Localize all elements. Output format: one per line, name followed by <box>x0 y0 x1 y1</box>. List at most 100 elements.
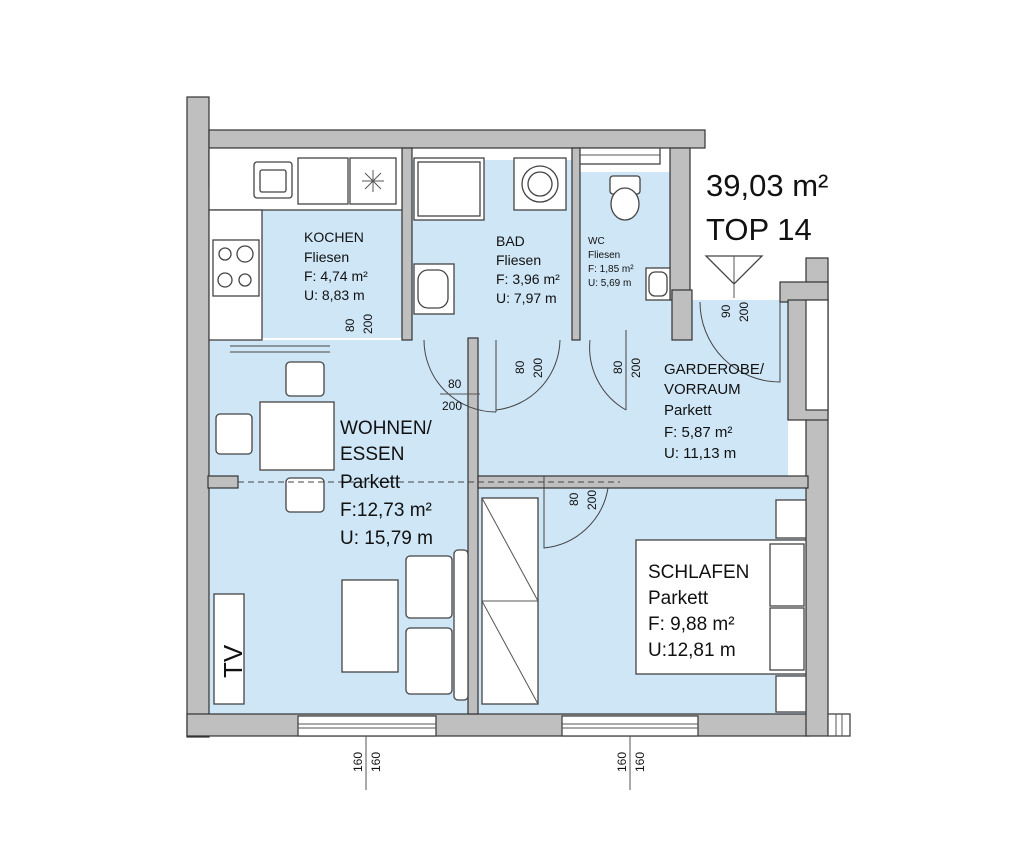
window-right-upper <box>805 299 829 411</box>
kochen-floor: Fliesen <box>304 249 349 265</box>
label-bad: BAD Fliesen F: 3,96 m² U: 7,97 m <box>496 233 560 306</box>
kochen-area: F: 4,74 m² <box>304 268 368 284</box>
svg-text:160: 160 <box>351 752 365 772</box>
wc-name: WC <box>588 236 605 247</box>
svg-text:200: 200 <box>629 358 643 378</box>
wc-perimeter: U: 5,69 m <box>588 278 631 289</box>
schlafen-perimeter: U:12,81 m <box>648 640 736 661</box>
svg-text:160: 160 <box>633 752 647 772</box>
bed-pillow-bottom <box>769 607 805 671</box>
kochen-perimeter: U: 8,83 m <box>304 287 365 303</box>
washer-icon <box>513 157 567 211</box>
chair-top <box>285 361 325 397</box>
svg-text:80: 80 <box>448 377 462 391</box>
wall-right-upper <box>779 281 829 303</box>
dishwasher-icon <box>297 157 349 205</box>
svg-text:80: 80 <box>611 360 625 374</box>
doors <box>230 301 781 549</box>
bed-pillow-top <box>769 543 805 607</box>
dim-bad-door: 80 200 <box>513 358 545 378</box>
wohnen-perimeter: U: 15,79 m <box>340 528 433 549</box>
kochen-area <box>262 210 402 338</box>
dim-kochen-door: 80 200 <box>343 314 375 334</box>
schlafen-floor: Parkett <box>648 588 709 609</box>
wohnen-floor: Parkett <box>340 472 401 493</box>
dim-schlafen-door: 80 200 <box>567 490 599 510</box>
kitchen-fixtures <box>208 147 403 341</box>
svg-text:80: 80 <box>567 492 581 506</box>
sink-icon <box>253 161 293 199</box>
bad-floor: Fliesen <box>496 252 541 268</box>
svg-text:200: 200 <box>585 490 599 510</box>
wc-area-text: F: 1,85 m² <box>588 264 634 275</box>
wohnen-name-1: WOHNEN/ <box>340 418 433 439</box>
sofa-back <box>453 549 469 701</box>
dim-window-left: 160 160 <box>351 736 383 790</box>
front-door-arc <box>699 301 781 383</box>
wall-bottom <box>186 713 810 737</box>
kitchen-counter-left <box>208 209 263 341</box>
garderobe-floor: Parkett <box>664 402 712 419</box>
garderobe-name-1: GARDEROBE/ <box>664 361 765 378</box>
nightstand-top <box>775 499 807 539</box>
garderobe-area-text: F: 5,87 m² <box>664 424 732 441</box>
dim-wc-door: 80 200 <box>611 358 643 378</box>
wohnen-name-2: ESSEN <box>340 444 404 465</box>
unit-label: TOP 14 <box>706 212 812 247</box>
bathroom-fixtures <box>413 157 671 315</box>
bedroom-furniture <box>481 497 807 713</box>
wall-bad-wc <box>571 147 581 341</box>
svg-text:200: 200 <box>361 314 375 334</box>
svg-text:200: 200 <box>442 399 462 413</box>
svg-text:200: 200 <box>531 358 545 378</box>
entry-door-arc <box>423 339 497 413</box>
wall-wohnen-mid <box>467 337 479 715</box>
bad-perimeter: U: 7,97 m <box>496 290 557 306</box>
bad-area-text: F: 3,96 m² <box>496 271 560 287</box>
wohnen-area-text: F:12,73 m² <box>340 500 432 521</box>
wc-door-arc <box>589 330 627 411</box>
wc-floor: Fliesen <box>588 250 620 261</box>
fridge-icon <box>349 157 397 205</box>
chair-bottom <box>285 477 325 513</box>
nightstand-bottom <box>775 675 807 713</box>
bad-door-arc <box>495 339 561 411</box>
sofa-seat-1 <box>405 555 453 619</box>
sofa-seat-2 <box>405 627 453 695</box>
wall-bedroom-top <box>477 475 809 489</box>
garderobe-perimeter: U: 11,13 m <box>664 445 736 462</box>
wc-washbasin-icon <box>645 267 671 301</box>
window-top-wc <box>579 147 661 165</box>
svg-text:200: 200 <box>737 302 751 322</box>
shower-icon <box>413 157 485 221</box>
svg-text:90: 90 <box>719 304 733 318</box>
tv-label: TV <box>218 644 248 678</box>
svg-text:80: 80 <box>513 360 527 374</box>
wall-top-right-stub <box>669 147 691 301</box>
wall-top <box>208 129 706 149</box>
window-right-side <box>827 713 851 737</box>
svg-text:160: 160 <box>615 752 629 772</box>
svg-text:160: 160 <box>369 752 383 772</box>
living-furniture: TV <box>213 361 469 705</box>
window-bottom-right <box>561 715 699 737</box>
wall-kochen-bad <box>401 147 413 341</box>
label-kochen: KOCHEN Fliesen F: 4,74 m² U: 8,83 m <box>304 229 368 303</box>
window-bottom-left <box>297 715 437 737</box>
garderobe-name-2: VORRAUM <box>664 381 741 398</box>
dim-front-door: 90 200 <box>719 302 751 322</box>
wall-wc-garderobe <box>671 289 693 341</box>
label-wohnen: WOHNEN/ ESSEN Parkett F:12,73 m² U: 15,7… <box>340 418 433 549</box>
label-wc: WC Fliesen F: 1,85 m² U: 5,69 m <box>588 236 634 289</box>
dining-table <box>259 401 335 471</box>
schlafen-door-arc <box>543 476 609 549</box>
wall-living-split <box>207 475 239 489</box>
schlafen-area-text: F: 9,88 m² <box>648 614 735 635</box>
dim-entry-door: 80 200 <box>440 377 480 413</box>
wall-left-outer <box>186 96 210 738</box>
schlafen-name: SCHLAFEN <box>648 562 749 583</box>
coffee-table <box>341 579 399 673</box>
stove-icon <box>212 239 260 297</box>
svg-text:80: 80 <box>343 318 357 332</box>
